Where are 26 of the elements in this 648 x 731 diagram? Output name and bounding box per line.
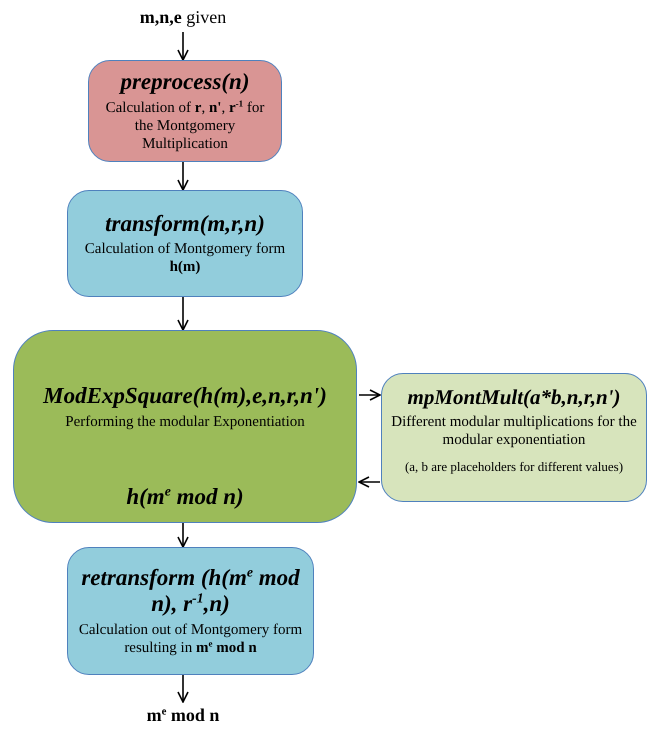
node-title: retransform (h(m$^{e}$ mod n), r$^{-1}$,n): [80, 565, 301, 617]
node-title: preprocess(n): [120, 69, 250, 95]
process-box: [67, 190, 303, 297]
arrow: [177, 523, 189, 548]
node-text: Different modular multiplications for the modular exponentiation: [390, 413, 638, 450]
node-title: transform(m,r,n): [105, 210, 265, 236]
flow-label: m,n,e given: [140, 7, 226, 29]
arrow: [177, 297, 189, 331]
process-box: [67, 547, 314, 675]
arrow: [177, 32, 189, 61]
process-box: [381, 373, 647, 502]
node-title: mpMontMult(a*b,n,r,n'): [408, 386, 620, 410]
node-text: Calculation out of Montgomery form resulting in m$^{e}$ mod n: [78, 620, 304, 657]
node-title: ModExpSquare(h(m),e,n,r,n'): [43, 383, 327, 409]
node-text: Calculation of r, n', r$^{-1}$ for the Montgomery Multiplication: [104, 98, 266, 153]
process-box: [88, 60, 282, 162]
process-box: [13, 330, 357, 523]
node-text: Calculation of Montgomery form h(m): [84, 240, 286, 276]
node-result: h(m$^{e}$ mod n): [126, 484, 244, 510]
arrow: [359, 389, 381, 401]
node-text: (a, b are placeholders for different values): [404, 459, 624, 476]
arrow: [177, 162, 189, 191]
arrow: [358, 476, 380, 488]
arrow: [177, 675, 189, 703]
flow-label: m$^{e}$ mod n: [146, 705, 220, 727]
node-text: Performing the modular Exponentiation: [65, 412, 305, 431]
